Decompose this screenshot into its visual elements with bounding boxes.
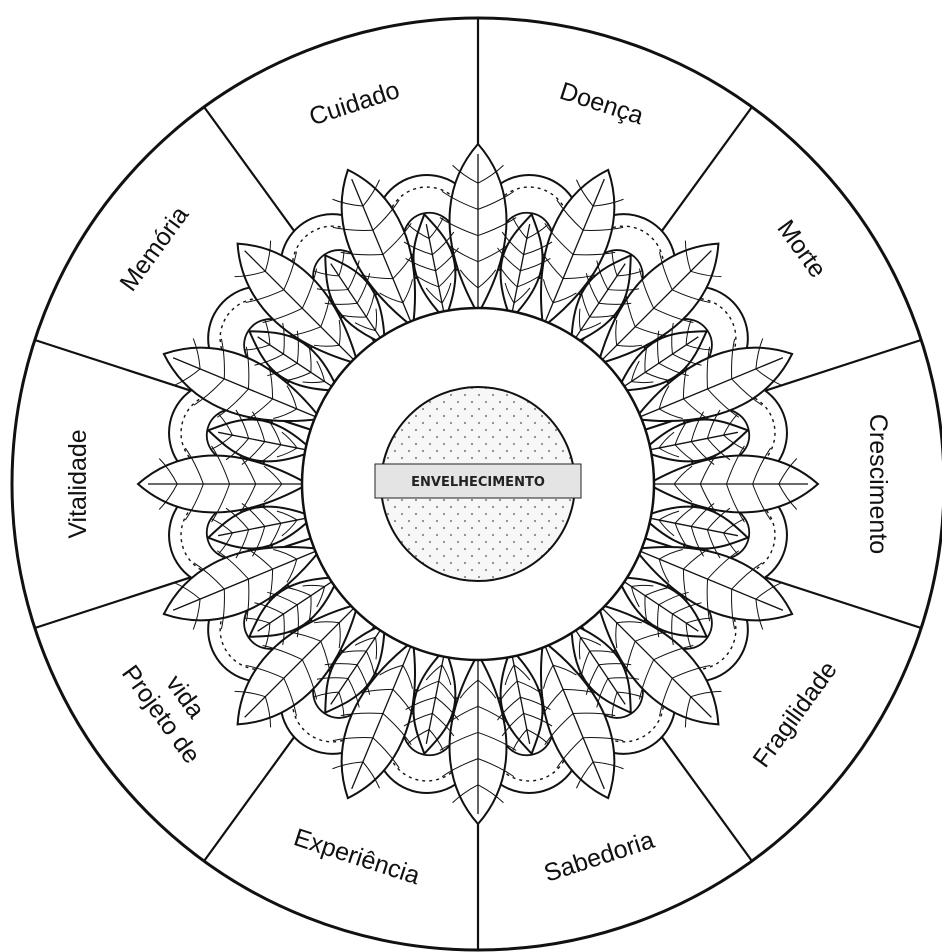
segment-label: Vitalidade [64, 429, 92, 538]
segment-label: Crescimento [864, 414, 892, 554]
segment-8: Vitalidade [64, 429, 92, 538]
segment-3: Crescimento [864, 414, 892, 554]
center-label: ENVELHECIMENTO [411, 475, 545, 490]
